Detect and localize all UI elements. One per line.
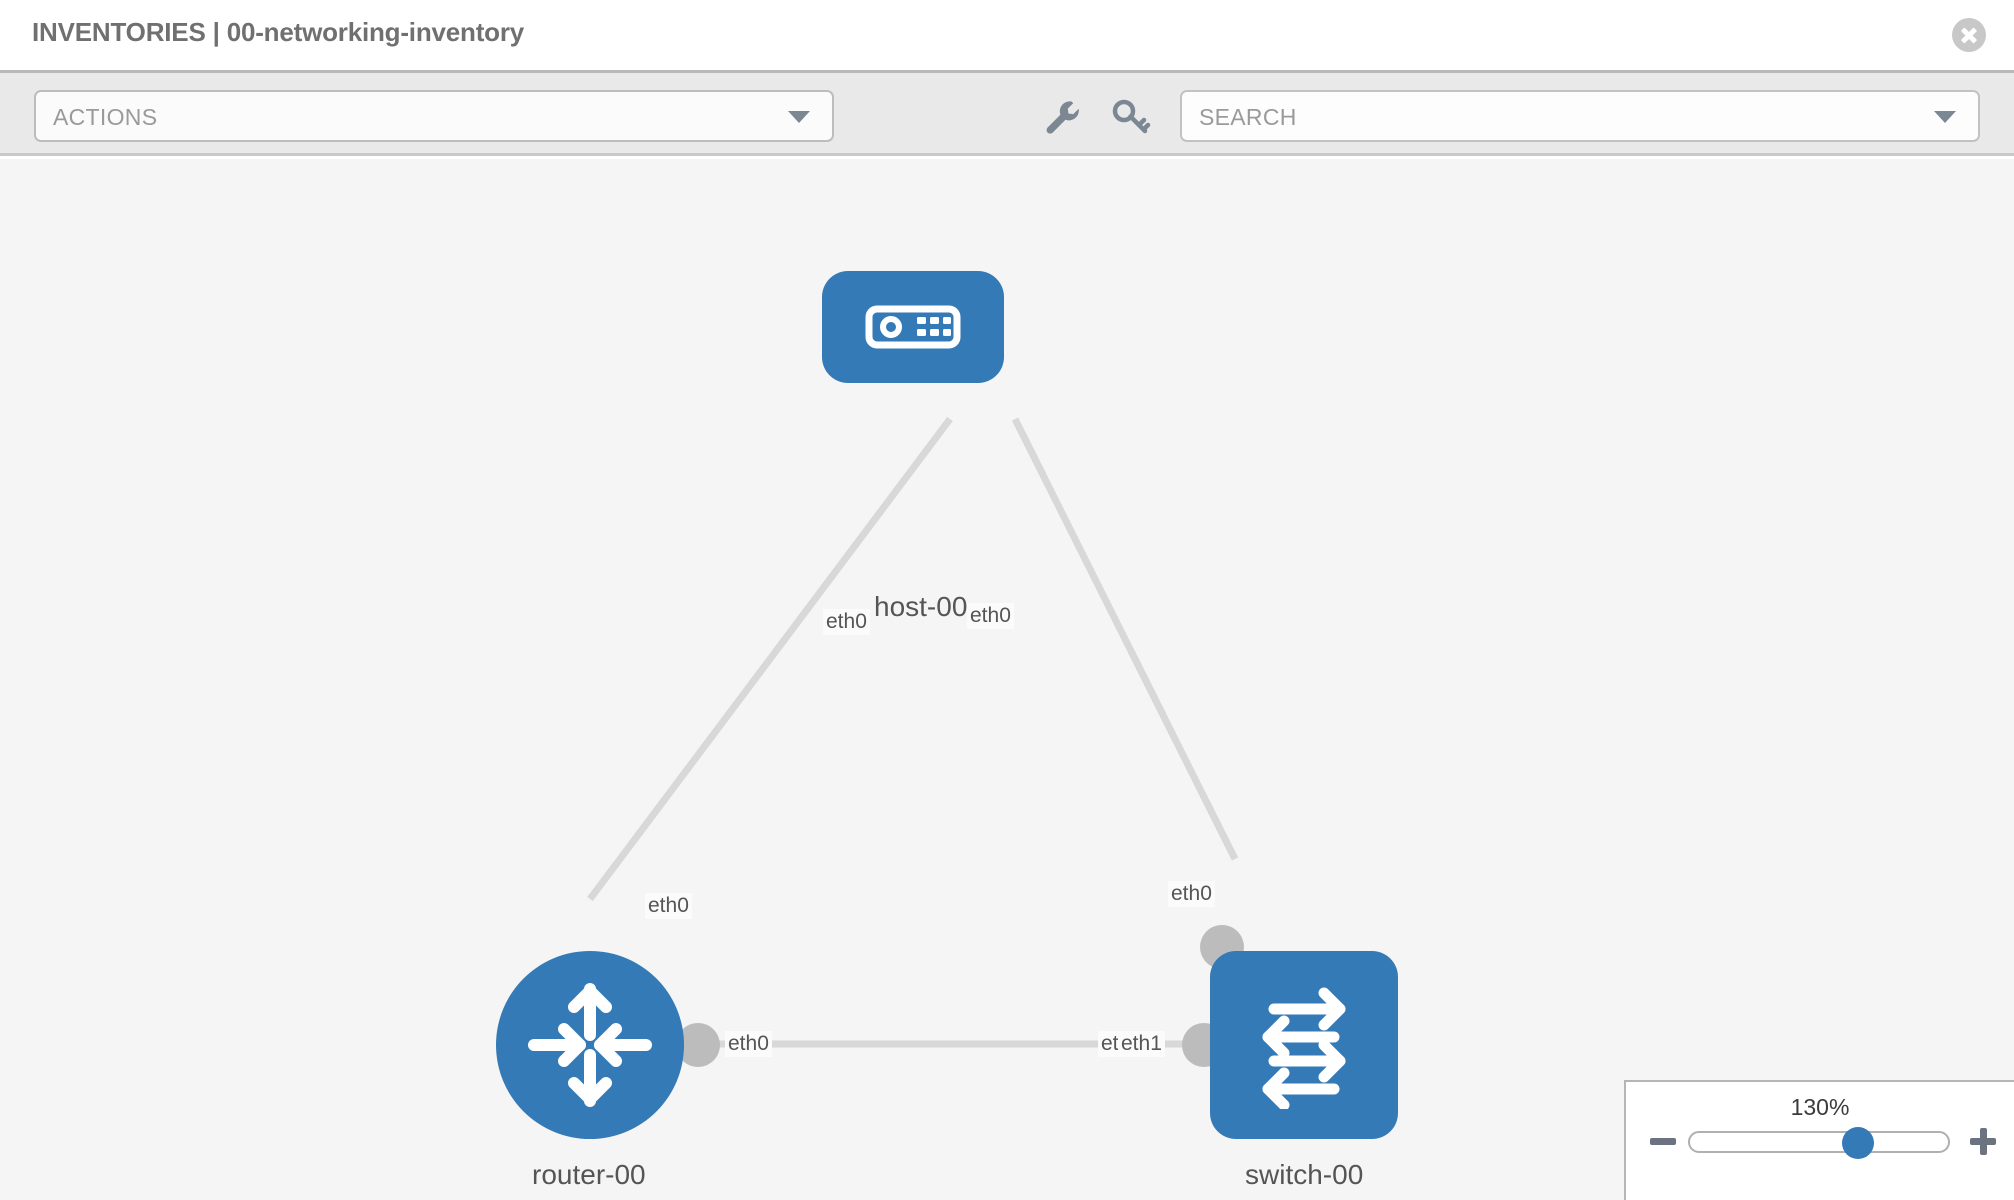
minus-icon xyxy=(1650,1138,1676,1145)
key-icon[interactable] xyxy=(1108,95,1152,139)
zoom-slider-thumb[interactable] xyxy=(1842,1127,1874,1159)
search-placeholder: SEARCH xyxy=(1199,104,1297,130)
zoom-slider[interactable] xyxy=(1688,1127,1950,1159)
actions-dropdown[interactable]: ACTIONS xyxy=(34,90,834,142)
edge-label-switch00-uplink-eth0: eth0 xyxy=(1168,881,1215,907)
edge-label-switch00-eth1: eth1 xyxy=(1118,1031,1165,1057)
close-icon[interactable] xyxy=(1952,18,1986,52)
switch-arrows-icon xyxy=(1262,987,1346,1109)
node-host-00-shape[interactable] xyxy=(822,271,1004,383)
edge-label-router00-eth0: eth0 xyxy=(725,1031,772,1057)
page-title: INVENTORIES | 00-networking-inventory xyxy=(32,17,525,47)
link-host00-router00 xyxy=(587,416,953,902)
page-header: INVENTORIES | 00-networking-inventory xyxy=(0,0,2014,70)
edge-label-router00-uplink-eth0: eth0 xyxy=(645,893,692,919)
edge-label-host00-eth0-right: eth0 xyxy=(967,603,1014,629)
node-switch-00-label: switch-00 xyxy=(1243,1159,1366,1191)
actions-dropdown-label: ACTIONS xyxy=(53,104,158,130)
topology-canvas[interactable]: host-00 router-00 xyxy=(0,159,2014,1200)
router-arrows-icon xyxy=(528,983,652,1107)
link-host00-switch00 xyxy=(1011,417,1239,861)
node-switch-00-shape[interactable] xyxy=(1210,951,1398,1139)
topology-links xyxy=(587,416,1239,1048)
zoom-level-label: 130% xyxy=(1790,1094,1850,1120)
server-icon xyxy=(865,305,961,349)
node-router-00-label: router-00 xyxy=(530,1159,648,1191)
plus-icon-vertical xyxy=(1979,1128,1987,1155)
chevron-down-icon xyxy=(1934,111,1956,123)
node-router-00-shape[interactable] xyxy=(496,951,684,1139)
edge-label-host00-eth0-left: eth0 xyxy=(823,609,870,635)
zoom-in-button[interactable] xyxy=(1968,1126,1998,1156)
chevron-down-icon xyxy=(788,111,810,123)
zoom-control-panel: 130% xyxy=(1624,1080,2014,1200)
toolbar: ACTIONS SEARCH xyxy=(0,70,2014,156)
zoom-out-button[interactable] xyxy=(1648,1126,1678,1156)
node-host-00-label: host-00 xyxy=(872,591,970,623)
search-input[interactable]: SEARCH xyxy=(1180,90,1980,142)
wrench-icon[interactable] xyxy=(1040,95,1084,139)
